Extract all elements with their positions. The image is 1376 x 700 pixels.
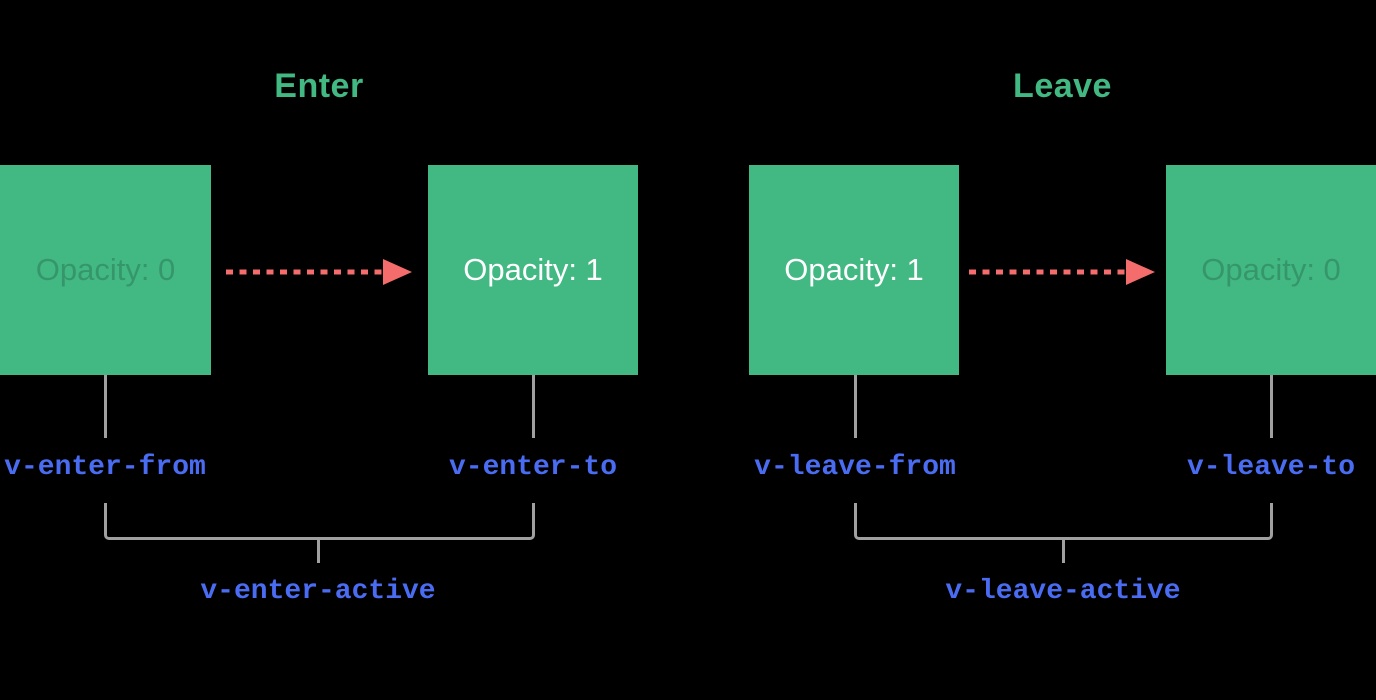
enter-to-class-label: v-enter-to xyxy=(448,452,618,483)
enter-from-class-label: v-enter-from xyxy=(4,452,206,483)
leave-from-class-label: v-leave-from xyxy=(754,452,956,483)
leave-from-box: Opacity: 1 xyxy=(749,165,959,375)
leave-active-bracket xyxy=(854,503,1273,540)
leave-to-box: Opacity: 0 xyxy=(1166,165,1376,375)
enter-active-bracket-stem xyxy=(317,537,320,563)
leave-to-box-label: Opacity: 0 xyxy=(1201,252,1341,287)
leave-to-connector-line xyxy=(1270,375,1273,438)
enter-title: Enter xyxy=(274,67,364,105)
enter-from-connector-line xyxy=(104,375,107,438)
dashed-arrow-right-icon xyxy=(226,259,412,285)
enter-to-connector-line xyxy=(532,375,535,438)
enter-to-box: Opacity: 1 xyxy=(428,165,638,375)
leave-from-box-label: Opacity: 1 xyxy=(784,252,924,287)
enter-active-bracket xyxy=(104,503,535,540)
enter-active-class-label: v-enter-active xyxy=(200,576,436,607)
leave-to-class-label: v-leave-to xyxy=(1186,452,1356,483)
leave-active-bracket-stem xyxy=(1062,537,1065,563)
leave-from-connector-line xyxy=(854,375,857,438)
leave-title: Leave xyxy=(1013,67,1112,105)
leave-section: Leave Opacity: 1 Opacity: 0 v-leave-from… xyxy=(749,0,1376,700)
leave-active-class-label: v-leave-active xyxy=(945,576,1181,607)
enter-section: Enter Opacity: 0 Opacity: 1 v-enter-from… xyxy=(0,0,638,700)
dashed-arrow-right-icon xyxy=(969,259,1155,285)
enter-to-box-label: Opacity: 1 xyxy=(463,252,603,287)
enter-from-box-label: Opacity: 0 xyxy=(35,252,176,287)
enter-from-box: Opacity: 0 xyxy=(0,165,211,375)
